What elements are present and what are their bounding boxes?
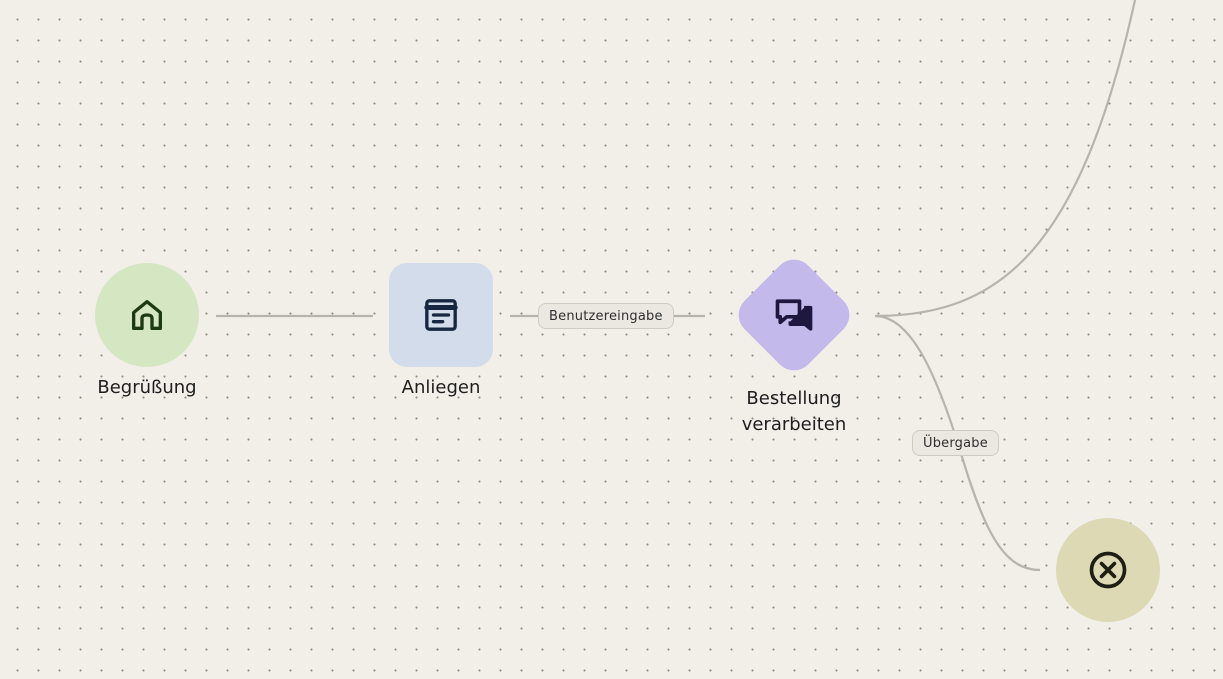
node-process-order[interactable] — [730, 251, 858, 379]
edge-label-handover[interactable]: Übergabe — [912, 430, 999, 456]
edge-label-user-input[interactable]: Benutzereingabe — [538, 303, 674, 329]
node-process-order-label-line2: verarbeiten — [741, 414, 847, 435]
node-process-order-label: Bestellung verarbeiten — [694, 386, 894, 438]
node-process-order-label-line1: Bestellung — [746, 388, 842, 409]
node-request-label: Anliegen — [401, 377, 481, 398]
node-greeting[interactable] — [95, 263, 199, 367]
close-circle-icon — [1086, 548, 1130, 592]
node-greeting-label: Begrüßung — [97, 377, 197, 398]
home-icon — [127, 295, 167, 335]
edge-label-handover-text: Übergabe — [923, 435, 988, 451]
form-icon — [421, 295, 461, 335]
edge-process-to-top[interactable] — [874, 0, 1137, 318]
chat-bubbles-icon — [772, 293, 816, 337]
edge-label-user-input-text: Benutzereingabe — [549, 308, 663, 324]
node-request[interactable] — [389, 263, 493, 367]
node-end[interactable] — [1056, 518, 1160, 622]
